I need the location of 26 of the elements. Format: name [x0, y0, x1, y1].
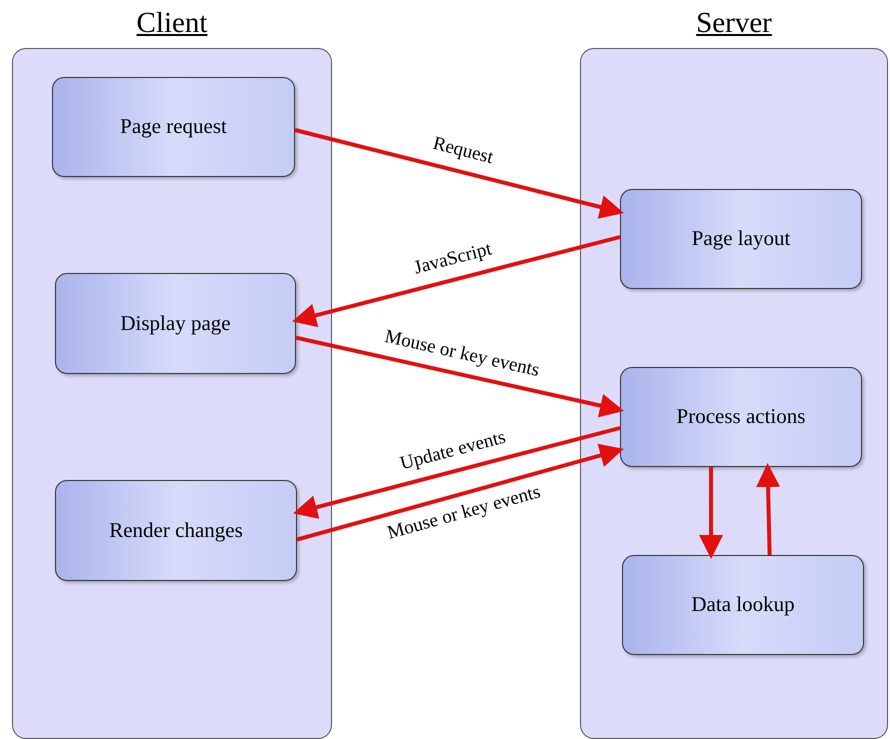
- arrow: [294, 128, 624, 219]
- edge-label: Mouse or key events: [382, 326, 542, 382]
- process-box: [52, 77, 295, 177]
- edge-label: Mouse or key events: [384, 481, 543, 545]
- edge-label: Update events: [398, 426, 509, 476]
- process-box: [620, 367, 862, 467]
- box-label: Display page: [120, 310, 231, 337]
- edge-label: Request: [430, 132, 495, 169]
- process-box: [55, 273, 296, 374]
- process-box: [620, 189, 862, 289]
- panel-title: Server: [696, 6, 772, 40]
- edge-label: JavaScript: [412, 238, 494, 280]
- arrow: [296, 336, 624, 418]
- arrow: [699, 467, 724, 559]
- arrow: [296, 444, 624, 542]
- box-label: Page request: [120, 113, 227, 140]
- process-box: [55, 480, 297, 581]
- box-label: Page layout: [692, 225, 790, 252]
- box-label: Render changes: [109, 516, 243, 544]
- process-box: [622, 555, 864, 655]
- box-label: Process actions: [676, 403, 806, 430]
- panel-title: Client: [136, 6, 208, 40]
- arrow: [756, 463, 780, 556]
- arrow: [292, 235, 620, 328]
- box-label: Data lookup: [691, 591, 795, 618]
- arrow: [293, 426, 620, 519]
